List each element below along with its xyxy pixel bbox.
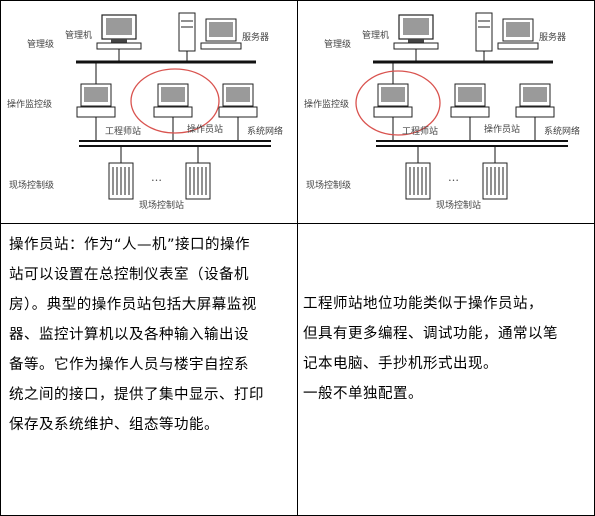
column-divider: [297, 1, 298, 515]
operator-station-label: 操作员站: [484, 125, 521, 135]
field-station-label: 现场控制站: [139, 201, 185, 211]
workstation-icon: [218, 83, 258, 118]
text-line: 记本电脑、手抄机形式出现。: [303, 356, 498, 372]
field-station-icon: [405, 146, 431, 200]
server-icon: [178, 12, 242, 52]
level-management-label: 管理级: [27, 40, 55, 50]
field-station-icon: [482, 146, 508, 200]
level-field-label: 现场控制级: [9, 181, 55, 191]
operator-station-description: 操作员站：作为“人—机”接口的操作 站可以设置在总控制仪表室（设备机 房）。典型…: [9, 230, 293, 440]
server-label: 服务器: [242, 33, 270, 43]
management-pc-icon: [96, 14, 142, 50]
server-label: 服务器: [539, 33, 567, 43]
server-icon: [475, 12, 539, 52]
engineer-station-label: 工程师站: [105, 127, 142, 137]
operator-station-label: 操作员站: [187, 125, 224, 135]
text-line: 房）。典型的操作员站包括大屏幕监视: [9, 297, 257, 313]
operator-station-icon: [450, 83, 490, 118]
engineer-station-icon: [373, 83, 413, 118]
text-line: 统之间的接口，提供了集中显示、打印: [9, 387, 264, 403]
management-pc-icon: [393, 14, 439, 50]
workstation-icon: [515, 83, 555, 118]
field-station-label: 现场控制站: [436, 201, 482, 211]
operator-station-icon: [153, 83, 193, 118]
ellipsis: …: [448, 171, 459, 184]
diagram-graphic: [355, 12, 568, 200]
row-divider: [1, 223, 594, 224]
diagram-graphic: [76, 12, 271, 200]
field-station-icon: [185, 146, 211, 200]
level-field-label: 现场控制级: [306, 181, 352, 191]
engineer-station-label: 工程师站: [402, 127, 439, 137]
engineer-station-icon: [76, 83, 116, 118]
field-station-icon: [108, 146, 134, 200]
text-line: 备等。它作为操作人员与楼宇自控系: [9, 357, 249, 373]
management-pc-label: 管理机: [362, 31, 390, 41]
highlight-circle: [355, 70, 441, 136]
text-line: 器、监控计算机以及各种输入输出设: [9, 327, 249, 343]
network-diagram-engineer: 管理级 管理机 服务器 操作监控级 工程师站 操作员站 系统网络 现场控制级 ……: [298, 1, 594, 223]
text-line: 操作员站：作为“人—机”接口的操作: [9, 237, 251, 253]
text-line: 工程师站地位功能类似于操作员站，: [303, 296, 543, 312]
level-management-label: 管理级: [324, 40, 352, 50]
text-line: 一般不单独配置。: [303, 386, 423, 402]
network-diagram-operator: 管理级 管理机 服务器 操作监控级 工程师站 操作员站 系统网络 现场控制级 ……: [1, 1, 297, 223]
highlight-circle: [130, 68, 220, 134]
level-monitor-label: 操作监控级: [304, 100, 350, 110]
system-network-label: 系统网络: [247, 127, 284, 137]
level-monitor-label: 操作监控级: [7, 100, 53, 110]
text-line: 但具有更多编程、调试功能，通常以笔: [303, 326, 558, 342]
ellipsis: …: [151, 171, 162, 184]
text-line: 保存及系统维护、组态等功能。: [9, 417, 219, 433]
system-network-label: 系统网络: [544, 127, 581, 137]
engineer-station-description: 工程师站地位功能类似于操作员站， 但具有更多编程、调试功能，通常以笔 记本电脑、…: [303, 289, 591, 409]
text-line: 站可以设置在总控制仪表室（设备机: [9, 267, 249, 283]
management-pc-label: 管理机: [65, 31, 93, 41]
